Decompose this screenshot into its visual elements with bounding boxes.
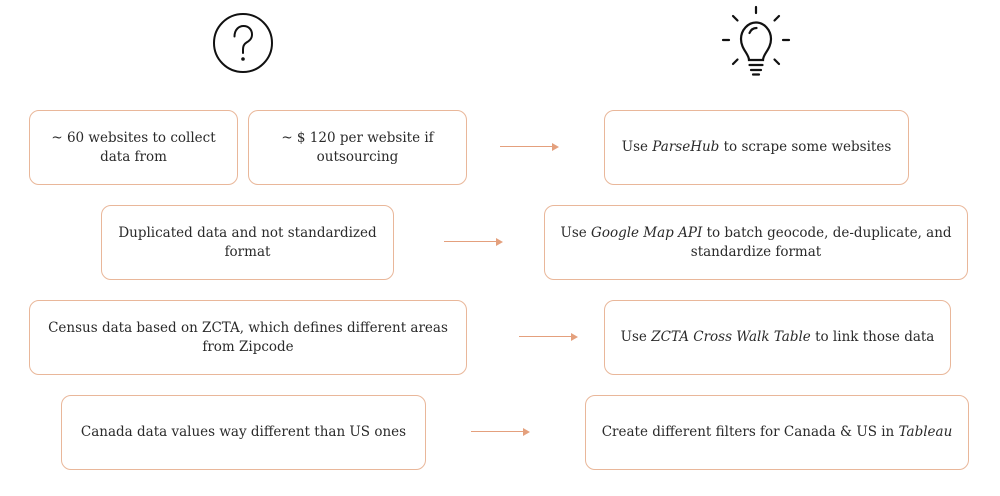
arrow-row-4 <box>471 427 530 437</box>
problem-box-outsourcing-cost: ~ $ 120 per website if outsourcing <box>248 110 467 185</box>
solution-box-tableau-filters: Create different filters for Canada & US… <box>585 395 969 470</box>
tool-name: ParseHub <box>652 139 720 155</box>
solution-box-parsehub: Use ParseHub to scrape some websites <box>604 110 909 185</box>
problem-box-census-zcta: Census data based on ZCTA, which defines… <box>29 300 467 375</box>
tool-name: ZCTA Cross Walk Table <box>651 329 811 345</box>
lightbulb-icon <box>721 5 791 76</box>
arrow-row-1 <box>500 142 559 152</box>
solution-text: Create different filters for Canada & US… <box>601 424 953 440</box>
tool-name: Tableau <box>898 424 953 440</box>
solution-box-zcta-crosswalk: Use ZCTA Cross Walk Table to link those … <box>604 300 951 375</box>
solution-text: Use Google Map API to batch geocode, de-… <box>560 224 952 260</box>
problem-box-websites-count: ~ 60 websites to collect data from <box>29 110 238 185</box>
problem-text: Canada data values way different than US… <box>80 424 407 440</box>
tool-name: Google Map API <box>591 224 703 241</box>
question-mark-icon <box>213 13 273 73</box>
problem-box-duplicated-data: Duplicated data and not standardized for… <box>101 205 394 280</box>
solution-text: Use ZCTA Cross Walk Table to link those … <box>620 329 935 345</box>
problem-text: Census data based on ZCTA, which defines… <box>48 319 448 355</box>
problem-text: ~ 60 websites to collect data from <box>51 129 216 165</box>
problem-text: ~ $ 120 per website if outsourcing <box>281 129 434 165</box>
arrow-row-2 <box>444 237 503 247</box>
problem-box-canada-values: Canada data values way different than US… <box>61 395 426 470</box>
solution-text: Use ParseHub to scrape some websites <box>621 139 892 155</box>
solution-box-google-map-api: Use Google Map API to batch geocode, de-… <box>544 205 968 280</box>
problem-text: Duplicated data and not standardized for… <box>118 224 377 260</box>
arrow-row-3 <box>519 332 578 342</box>
